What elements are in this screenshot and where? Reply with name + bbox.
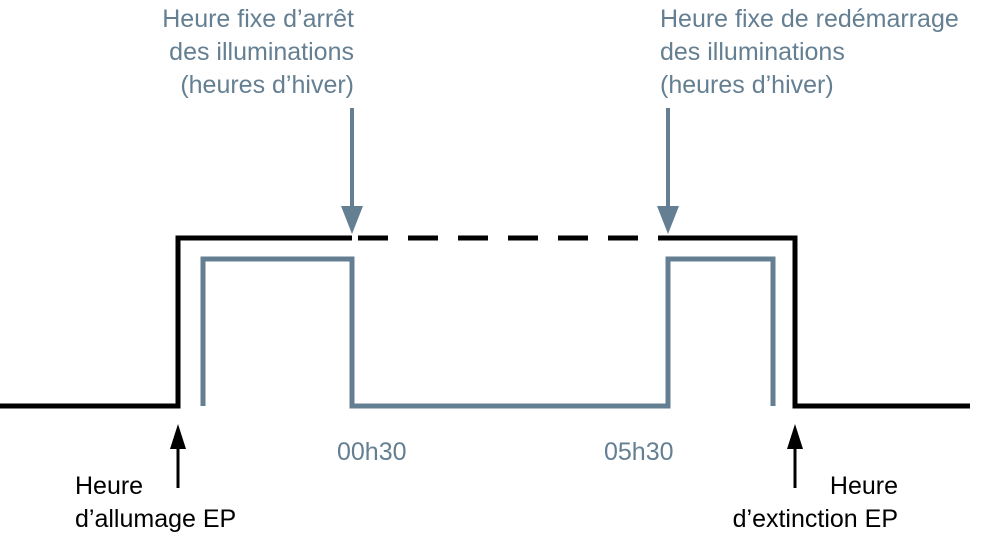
- switch-on-annotation: Heure d’allumage EP: [75, 470, 236, 536]
- stop-time-line-1: Heure fixe d’arrêt: [162, 5, 354, 33]
- stop-arrow-icon: [341, 108, 363, 234]
- restart-time-line-3: (heures d’hiver): [660, 71, 834, 99]
- switch-on-line-1: Heure: [75, 472, 144, 500]
- restart-time-label: 05h30: [604, 438, 674, 466]
- switch-off-arrow-icon: [787, 424, 803, 488]
- illumination-signal: [200, 256, 776, 409]
- stop-time-label: 00h30: [337, 438, 407, 466]
- stop-time-annotation: Heure fixe d’arrêt des illuminations (he…: [162, 3, 354, 102]
- ep-signal-high-right: [668, 235, 970, 409]
- switch-off-annotation: Heure d’extinction EP: [733, 470, 898, 536]
- switch-off-line-2: d’extinction EP: [732, 505, 898, 533]
- switch-on-arrow-icon: [170, 424, 186, 488]
- switch-on-line-2: d’allumage EP: [75, 505, 237, 533]
- switch-off-line-1: Heure: [829, 472, 898, 500]
- ep-signal-low-left: [0, 235, 352, 409]
- stop-time-line-2: des illuminations: [169, 38, 354, 66]
- restart-time-line-2: des illuminations: [660, 38, 845, 66]
- restart-time-annotation: Heure fixe de redémarrage des illuminati…: [660, 3, 959, 102]
- restart-arrow-icon: [657, 108, 679, 234]
- stop-time-line-3: (heures d’hiver): [180, 71, 354, 99]
- restart-time-line-1: Heure fixe de redémarrage: [660, 5, 959, 33]
